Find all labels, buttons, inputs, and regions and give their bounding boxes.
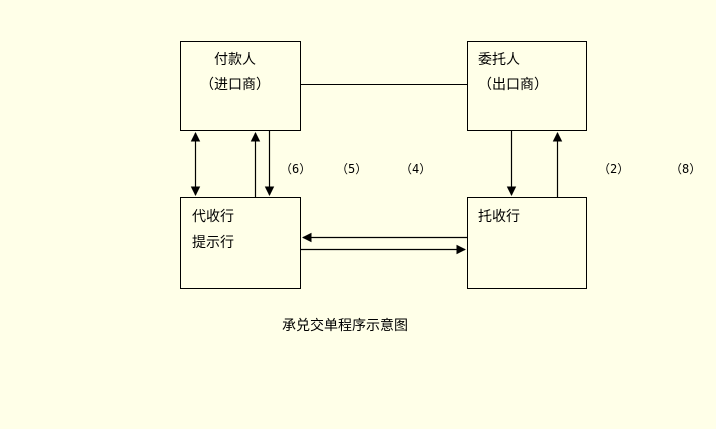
step-number-5: （5）	[336, 162, 368, 176]
remitting-bank-box	[467, 197, 587, 289]
principal-role: （出口商）	[478, 77, 548, 93]
payer-box	[180, 41, 301, 131]
presenting-bank-label: 提示行	[192, 235, 234, 251]
principal-name: 委托人	[478, 52, 520, 68]
payer-name: 付款人	[214, 52, 256, 68]
collecting-bank-box	[180, 197, 301, 289]
step-number-2: （2）	[598, 162, 630, 176]
step-number-4: （4）	[400, 162, 432, 176]
principal-box	[467, 41, 587, 131]
payer-role: （进口商）	[200, 77, 270, 93]
collecting-bank-label: 代收行	[192, 209, 234, 225]
diagram-caption: 承兑交单程序示意图	[282, 318, 408, 334]
step-number-6: （6）	[280, 162, 312, 176]
step-number-8: （8）	[670, 162, 702, 176]
remitting-bank-label: 托收行	[478, 209, 520, 225]
